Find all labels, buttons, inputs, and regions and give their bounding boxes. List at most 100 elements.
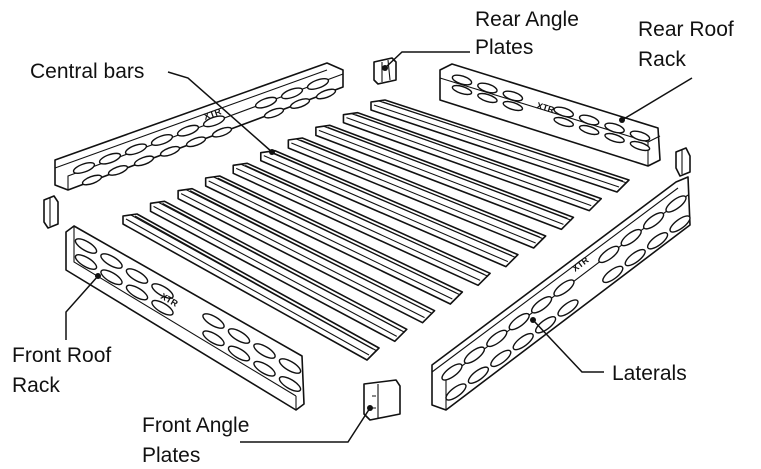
rail-slot (176, 124, 200, 137)
rail-slot (624, 248, 646, 267)
rail-slot (227, 345, 251, 362)
central-bars-pointer (269, 149, 275, 155)
rail-slot (669, 215, 691, 233)
rail-slot (202, 330, 225, 347)
rail-slot (289, 98, 311, 110)
rail-slot (477, 82, 498, 94)
front-angle-plate (363, 379, 401, 421)
laterals-leader (532, 319, 604, 373)
central-bar (177, 187, 436, 324)
rail-slot (315, 88, 337, 100)
labels: Rear Angle Plates Rear Roof Rack Central… (12, 8, 734, 467)
rail-slot (150, 134, 174, 146)
rail-slot (278, 358, 302, 374)
rail-slot (72, 162, 96, 174)
rail-slot (263, 107, 285, 119)
rear-roof-rack: XTR (439, 63, 661, 167)
central-bar (287, 137, 547, 249)
rear-angle-plates-pointer (382, 65, 388, 71)
central-bar (204, 175, 464, 305)
rear-roof-rack-leader (621, 77, 693, 121)
front-right-lateral: XTR (431, 176, 691, 411)
rail-slot (124, 143, 148, 156)
rail-slot (553, 116, 575, 128)
front-angle-plates-pointer (367, 405, 373, 411)
rail-slot (202, 115, 226, 128)
rail-slot (98, 152, 122, 165)
rail-slot (151, 283, 174, 299)
rail-slot (107, 164, 129, 176)
rail-slot (133, 155, 155, 167)
laterals-label: Laterals (612, 362, 687, 385)
rail-slot (557, 299, 579, 317)
rail-slot (490, 349, 512, 368)
rail-slot (159, 145, 181, 157)
rail-slot (578, 124, 600, 136)
rail-slot (74, 238, 98, 254)
rail-slot (100, 253, 123, 269)
rail-slot (629, 140, 651, 152)
rail-slot (512, 332, 534, 351)
rear-angle-plates-leader (384, 51, 470, 69)
front-roof-rack-label-line1: Front Roof (12, 344, 111, 367)
rear-roof-rack-label-line1: Rear Roof (638, 18, 734, 41)
rail-slot (211, 126, 233, 138)
rear-roof-rack-pointer (619, 117, 625, 123)
front-angle-plates-leader (240, 407, 371, 443)
rail-slot (125, 284, 149, 301)
rail-slot (74, 254, 98, 270)
central-bar (122, 213, 380, 361)
rail-slot (598, 245, 620, 264)
rail-slot (185, 136, 207, 148)
rail-slot (604, 132, 625, 144)
rail-slot (278, 376, 302, 392)
central-bars-group (122, 99, 630, 361)
central-bar (342, 111, 603, 212)
rail-slot (620, 228, 642, 247)
rail-slot (502, 100, 524, 112)
rail-slot (202, 313, 225, 329)
rear-roof-rack-label-line2: Rack (638, 48, 686, 71)
rail-slot (530, 296, 553, 314)
rail-slot (451, 74, 473, 86)
central-bars-leader (167, 71, 273, 153)
central-bars-label: Central bars (30, 60, 144, 83)
front-left-angle-plate (43, 195, 59, 229)
rail-slot (280, 87, 304, 100)
leader-lines (65, 51, 693, 443)
rail-slot (502, 90, 524, 102)
rear-right-angle-plate (675, 147, 691, 177)
rail-slot (486, 329, 508, 348)
rail-slot (441, 363, 463, 381)
laterals-pointer (530, 317, 536, 323)
rail-slot (642, 212, 665, 230)
rear-left-lateral: XTR (54, 62, 344, 191)
rail-slot (253, 360, 276, 377)
rail-slot (602, 265, 624, 284)
rail-slot (646, 232, 669, 250)
rail-slot (553, 279, 575, 297)
front-roof-rack-pointer (95, 273, 101, 279)
rail-slot (253, 343, 276, 359)
rear-angle-plates-label-line1: Rear Angle (475, 8, 579, 31)
front-roof-rack-label-line2: Rack (12, 374, 60, 397)
rail-slot (553, 106, 575, 118)
rail-slot (508, 312, 530, 331)
rail-slot (451, 84, 473, 96)
rail-slot (151, 299, 174, 316)
front-roof-rack: XTR (65, 225, 305, 411)
rail-slot (125, 268, 149, 284)
central-bar (315, 124, 575, 231)
rail-slot (665, 195, 687, 213)
rail-slot (445, 383, 467, 401)
rear-angle-plates-label-line2: Plates (475, 36, 533, 59)
central-bar (370, 99, 630, 193)
rail-slot (227, 328, 251, 344)
rail-slot (629, 130, 651, 142)
rail-slot (81, 174, 103, 186)
rail-slot (100, 269, 123, 286)
rail-slot (467, 366, 490, 384)
front-angle-plates-label-line1: Front Angle (142, 414, 249, 437)
